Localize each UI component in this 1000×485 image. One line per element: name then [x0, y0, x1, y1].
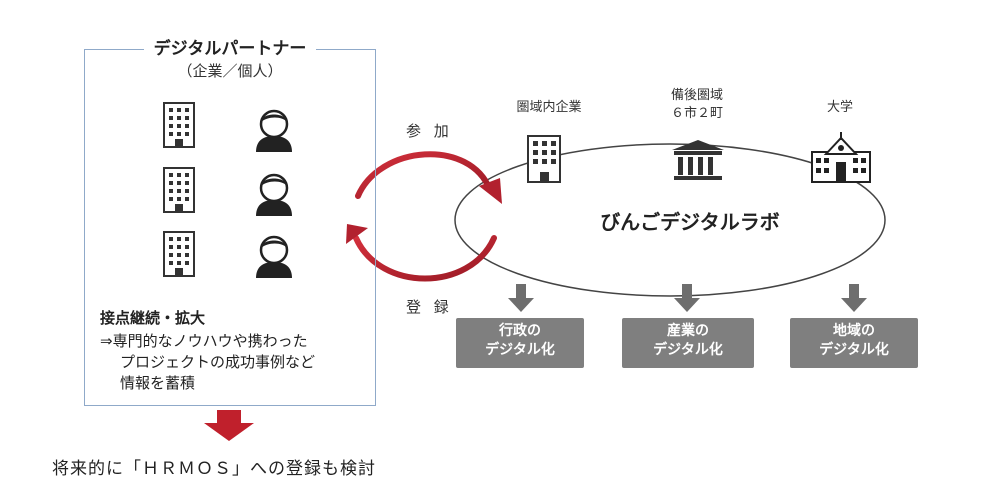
register-label: 登 録 — [406, 298, 453, 316]
member-label: 大学 — [826, 100, 853, 115]
partner-content: ⇒専門的なノウハウや携わった プロジェクトの成功事例など 情報を蓄積 — [100, 331, 315, 394]
outcome-box: 地域のデジタル化 — [790, 318, 918, 368]
member-label: 備後圏域 ６市２町 — [670, 88, 723, 121]
lab-title: びんごデジタルラボ — [600, 210, 780, 234]
down-arrow-icon — [508, 284, 534, 312]
partner-content-line: 情報を蓄積 — [120, 374, 196, 392]
outcome-box: 産業のデジタル化 — [622, 318, 754, 368]
partner-subtitle: （企業／個人） — [177, 62, 283, 80]
school-icon — [811, 132, 871, 183]
lab-ellipse — [454, 143, 886, 297]
outcome-box: 行政のデジタル化 — [456, 318, 584, 368]
partner-content-line: ⇒専門的なノウハウや携わった — [100, 332, 308, 350]
down-arrow-icon — [674, 284, 700, 312]
down-arrow-icon — [841, 284, 867, 312]
join-label: 参 加 — [406, 122, 453, 140]
partner-title: デジタルパートナー — [84, 34, 376, 59]
partner-content-line: プロジェクトの成功事例など — [120, 353, 316, 371]
building-icon — [527, 135, 561, 183]
government-building-icon — [672, 140, 724, 180]
member-label: 圏域内企業 — [516, 100, 582, 115]
partner-content-heading: 接点継続・拡大 — [100, 309, 206, 327]
down-arrow-icon — [204, 410, 254, 441]
cycle-arrows-icon — [346, 151, 502, 282]
footer-text: 将来的に「ＨＲＭＯＳ」への登録も検討 — [52, 459, 376, 479]
